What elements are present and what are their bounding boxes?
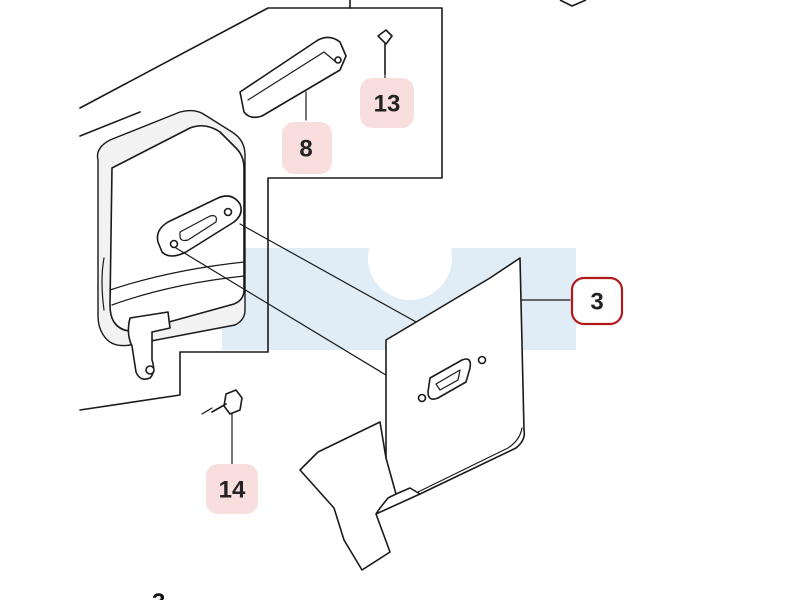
callout-3[interactable]: 3 — [570, 276, 624, 326]
shield-plate-part-3 — [175, 223, 526, 571]
bolt-part-14 — [201, 389, 243, 415]
leader-lines — [231, 73, 571, 469]
partial-part-top-right — [559, 0, 587, 7]
watermark-logo — [222, 216, 576, 350]
callout-14[interactable]: 14 — [206, 464, 258, 514]
muffler-illustration — [96, 109, 246, 380]
callout-8-label: 8 — [299, 136, 312, 163]
callout-13-label: 13 — [374, 91, 401, 118]
heat-shield-part-8 — [239, 36, 347, 119]
callout-8[interactable]: 8 — [282, 122, 332, 174]
callout-13[interactable]: 13 — [360, 78, 414, 128]
callout-14-label: 14 — [219, 477, 246, 504]
screw-part-13 — [377, 29, 393, 75]
page-number: 3 — [152, 589, 165, 600]
callout-3-label: 3 — [590, 289, 603, 316]
assembly-frame — [79, 0, 443, 411]
